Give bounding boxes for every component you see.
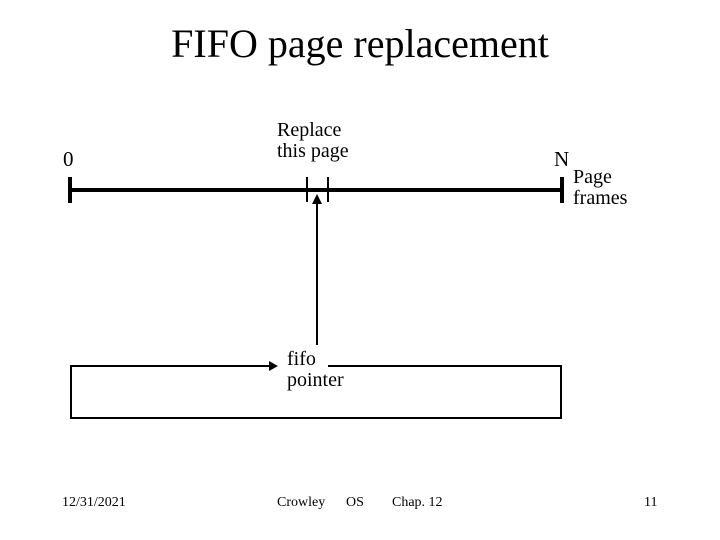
replaced-page-left-tick: [306, 177, 308, 202]
fifo-pointer-line1: fifo: [287, 348, 316, 370]
footer-page-number: 11: [644, 495, 658, 510]
replace-this-page-line2: this page: [277, 140, 349, 162]
page-frames-caption-line1: Page: [573, 166, 612, 188]
frame-axis-end-tick: [560, 177, 564, 203]
footer-chapter: Chap. 12: [392, 495, 443, 510]
replaced-page-right-tick: [327, 177, 329, 202]
frame-axis-start-tick: [68, 177, 72, 203]
page-frames-caption: Page frames: [573, 167, 627, 209]
footer-date: 12/31/2021: [62, 495, 126, 510]
fifo-pointer-arrow-stem: [316, 203, 318, 345]
frame-axis-start-label: 0: [63, 147, 74, 171]
box-top-edge-right-segment: [328, 365, 562, 367]
fifo-pointer-label: fifo pointer: [287, 349, 344, 391]
frame-axis-end-label: N: [554, 147, 570, 171]
box-top-edge-left-segment: [70, 365, 269, 367]
replace-this-page-label: Replace this page: [277, 120, 349, 162]
fifo-pointer-line2: pointer: [287, 369, 344, 391]
right-arrowhead-icon: [269, 361, 278, 371]
footer-author: Crowley: [277, 495, 326, 510]
page-table-box: [70, 365, 562, 419]
slide-title: FIFO page replacement: [171, 21, 549, 66]
page-frames-caption-line2: frames: [573, 187, 628, 209]
footer-course: OS: [346, 495, 364, 510]
replace-this-page-line1: Replace: [277, 119, 342, 141]
frame-axis-line: [70, 188, 562, 192]
up-arrowhead-icon: [312, 194, 322, 204]
